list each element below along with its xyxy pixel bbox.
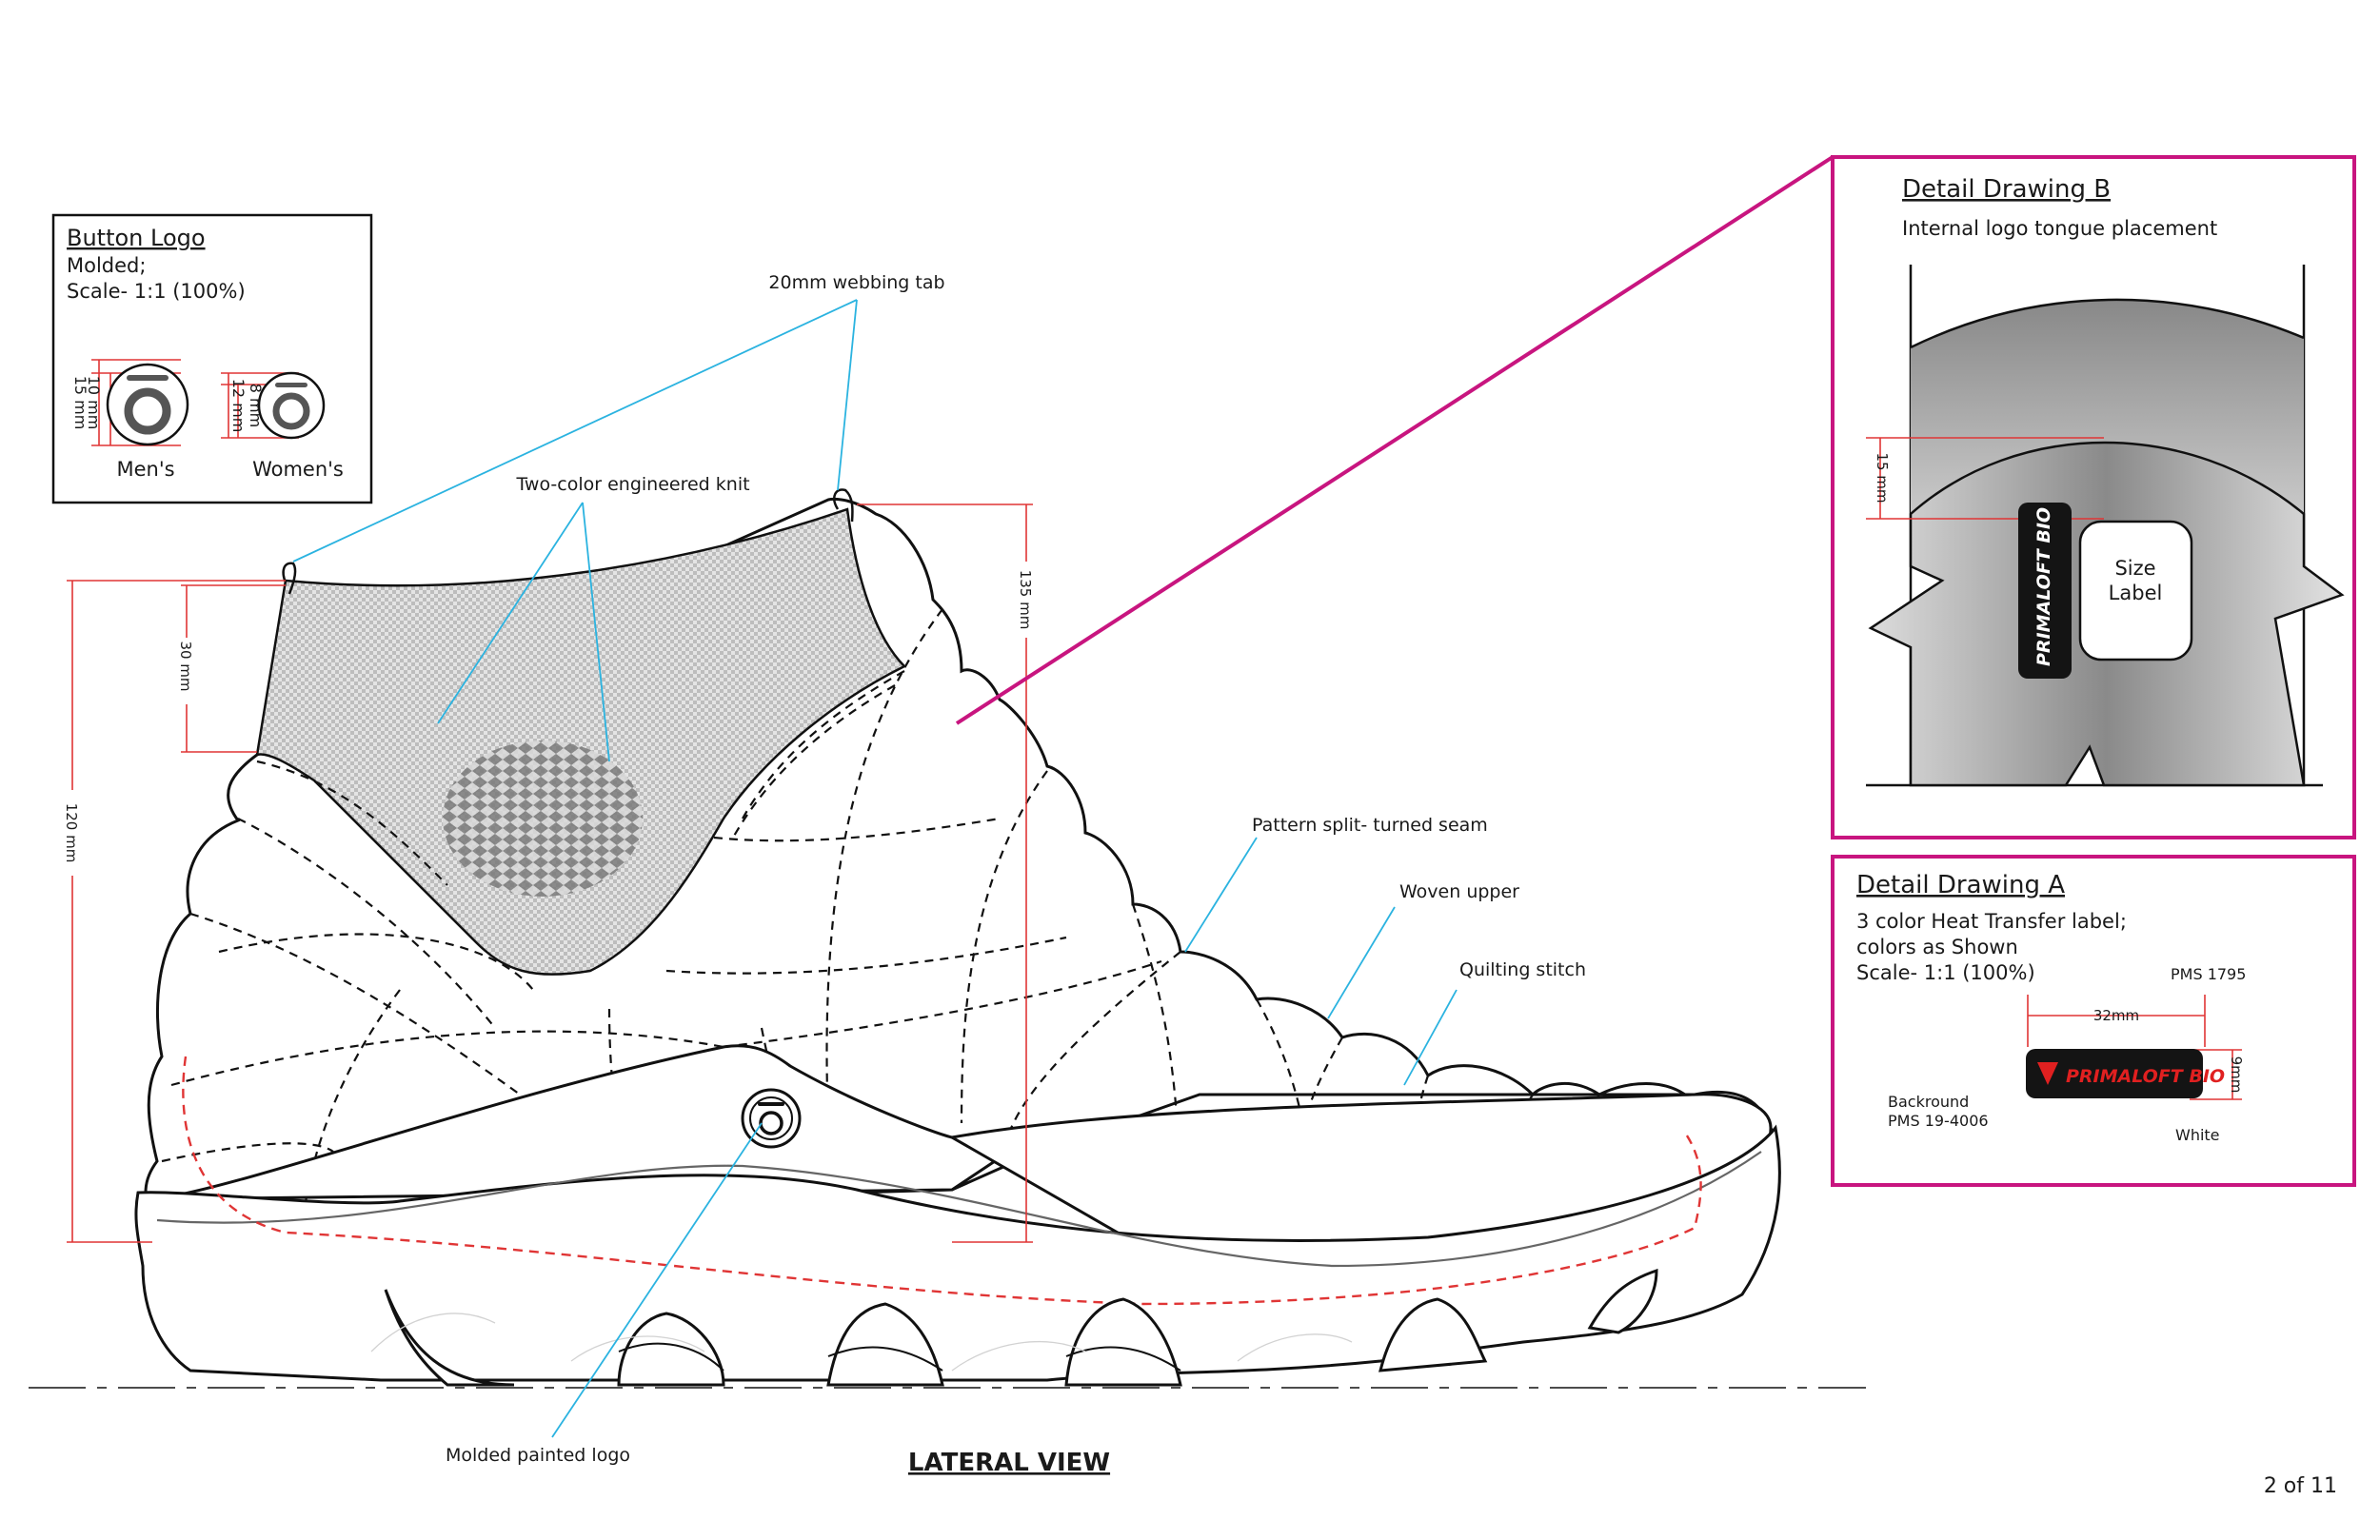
womens-button-logo: [221, 371, 326, 440]
detail-a-logo-label: [2026, 1049, 2203, 1098]
dim-120mm: 120 mm: [63, 803, 80, 863]
detail-drawing-b: Detail Drawing B Internal logo tongue pl…: [1831, 155, 2356, 839]
knit-patch: [443, 740, 643, 897]
outsole-lugs: [384, 1268, 1658, 1387]
size-label-line2: Label: [2109, 582, 2163, 604]
mens-button-logo: [91, 359, 189, 446]
collar-webbing-tab: [833, 488, 854, 523]
detail-a-background-1: Backround: [1888, 1093, 1969, 1111]
tongue-upper-band: [1911, 299, 2304, 514]
button-logo-line1: Molded;: [67, 254, 146, 277]
shoe-lateral-view: [29, 488, 1866, 1389]
detail-a-pms-red: PMS 1795: [2171, 965, 2246, 983]
dim-30mm: 30 mm: [177, 641, 194, 691]
detail-a-line2: colors as Shown: [1856, 936, 2018, 958]
callout-quilting: Quilting stitch: [1459, 959, 1586, 980]
view-label: LATERAL VIEW: [908, 1449, 1110, 1477]
mens-dim-a: 10 mm: [85, 376, 103, 430]
womens-dim-b: 12 mm: [229, 379, 248, 433]
heel-webbing-tab: [282, 562, 297, 595]
detail-a-line1: 3 color Heat Transfer label;: [1856, 910, 2127, 933]
dim-135mm: 135 mm: [1017, 570, 1034, 630]
detail-b-logo-label: [2018, 503, 2072, 679]
mens-label: Men's: [116, 458, 174, 481]
detail-b-subtitle: Internal logo tongue placement: [1902, 217, 2217, 240]
detail-b-title: Detail Drawing B: [1902, 175, 2111, 204]
detail-b-dim: 15 mm: [1874, 452, 1891, 503]
dimension-lines: [57, 503, 1041, 1243]
womens-dim-a: 8 mm: [247, 384, 265, 427]
midsole: [134, 1124, 1781, 1382]
logo-panel: [151, 1044, 1043, 1201]
detail-a-height-dim: 9mm: [2228, 1056, 2245, 1094]
detail-b-connector: [955, 155, 1835, 725]
detail-a-width-dim: 32mm: [2093, 1007, 2139, 1024]
callout-woven-upper: Woven upper: [1399, 881, 1519, 902]
detail-a-label-text: PRIMALOFT BIO: [2066, 1066, 2225, 1087]
size-label-line1: Size: [2114, 557, 2155, 580]
callout-webbing-tab: 20mm webbing tab: [768, 272, 944, 293]
callout-leaders: [292, 299, 1458, 1438]
callout-knit: Two-color engineered knit: [515, 474, 749, 495]
detail-a-background-2: PMS 19-4006: [1888, 1112, 1989, 1130]
molded-logo-button: [741, 1088, 802, 1149]
detail-a-line3: Scale- 1:1 (100%): [1856, 961, 2035, 984]
last-outline: [182, 1056, 1702, 1306]
button-logo-title: Button Logo: [67, 225, 206, 251]
svg-text:PRIMALOFT BIO: PRIMALOFT BIO: [2033, 507, 2054, 666]
detail-a-white: White: [2175, 1126, 2220, 1144]
button-logo-line2: Scale- 1:1 (100%): [67, 280, 246, 303]
callout-pattern-split: Pattern split- turned seam: [1252, 815, 1488, 836]
callout-molded-logo: Molded painted logo: [446, 1445, 630, 1466]
mens-dim-b: 15 mm: [71, 376, 89, 430]
page-number: 2 of 11: [2264, 1474, 2337, 1498]
womens-label: Women's: [252, 458, 344, 481]
detail-drawing-a: Detail Drawing A 3 color Heat Transfer l…: [1831, 855, 2356, 1187]
button-logo-panel: Button Logo Molded; Scale- 1:1 (100%) 10…: [51, 213, 373, 504]
detail-a-title: Detail Drawing A: [1856, 871, 2065, 899]
size-label-box: [2078, 520, 2193, 661]
primaloft-emblem-icon: [2037, 1062, 2058, 1085]
